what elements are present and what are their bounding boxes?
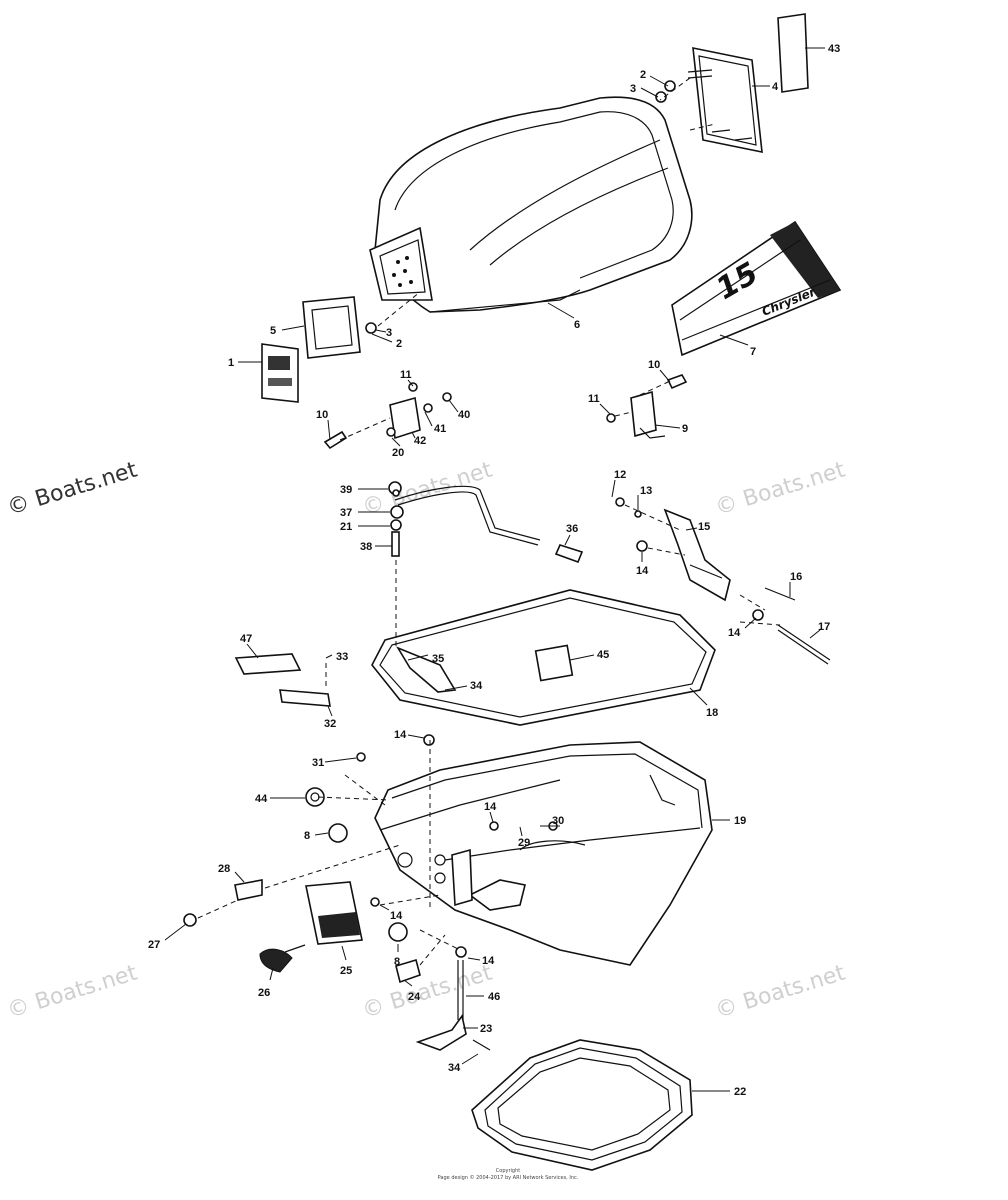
decal-25 [305,881,363,945]
callout-31: 31 [312,757,324,769]
latch-assembly [415,960,491,1051]
washer-27 [183,913,197,927]
callout-13: 13 [640,485,652,497]
fitting-24 [395,958,421,984]
callout-21: 21 [340,521,352,533]
callout-42: 42 [414,435,426,447]
cowl-seal [371,589,716,726]
callout-2: 2 [396,338,402,350]
callout-40: 40 [458,409,470,421]
washer [365,322,377,334]
callout-46: 46 [488,991,500,1003]
callout-3: 3 [386,327,392,339]
callout-6: 6 [574,319,580,331]
callout-9: 9 [682,423,688,435]
watermark-faint: © Boats.net [359,960,495,1023]
callout-24: 24 [408,991,421,1003]
side-plate [302,296,361,359]
callout-14: 14 [394,729,407,741]
callout-25: 25 [340,965,352,977]
callout-14: 14 [484,801,497,813]
callout-37: 37 [340,507,352,519]
callout-26: 26 [258,987,270,999]
callout-32: 32 [324,718,336,730]
choke-lever [615,497,831,665]
callout-14: 14 [482,955,495,967]
callout-35: 35 [432,653,444,665]
plug-8 [328,823,348,843]
leader-lines [164,47,825,1092]
callout-22: 22 [734,1086,746,1098]
footer-copyright: Copyright [496,1168,520,1174]
callout-10: 10 [648,359,660,371]
callout-numbers: 1 2 3 4 43 5 3 2 6 7 10 11 9 11 10 40 41… [148,43,840,1098]
cowl-decal: 15 Chrysler [671,220,842,357]
watermark-faint: © Boats.net [712,960,848,1023]
callout-27: 27 [148,939,160,951]
top-cowl [369,96,693,313]
callout-14: 14 [390,910,403,922]
callout-41: 41 [434,423,446,435]
callout-18: 18 [706,707,718,719]
knob-28 [234,879,263,901]
washer [655,91,667,103]
watermark-main: © Boats.net [4,457,140,520]
callout-44: 44 [255,793,268,805]
callout-11: 11 [588,393,600,405]
plate-32 [279,689,331,707]
washer [664,80,676,92]
callout-10: 10 [316,409,328,421]
plug-8 [388,922,408,942]
callout-34: 34 [470,680,483,692]
primer-handle-26 [259,948,293,973]
rear-bracket [687,46,763,154]
callout-12: 12 [614,469,626,481]
callout-29: 29 [518,837,530,849]
callout-30: 30 [552,815,564,827]
callout-39: 39 [340,484,352,496]
callout-14: 14 [636,565,649,577]
hinge-right [606,374,688,439]
callout-20: 20 [392,447,404,459]
callout-36: 36 [566,523,578,535]
lower-motor-pan [374,741,713,966]
callout-1: 1 [228,357,234,369]
callout-3: 3 [630,83,636,95]
callout-5: 5 [270,325,276,337]
callout-43: 43 [828,43,840,55]
callout-23: 23 [480,1023,492,1035]
callout-16: 16 [790,571,802,583]
callout-38: 38 [360,541,372,553]
pad-47 [234,653,302,675]
callout-8: 8 [394,956,400,968]
pad-43 [777,13,809,93]
callout-45: 45 [597,649,609,661]
callout-11: 11 [400,369,412,381]
link-rod [388,481,584,564]
callout-34: 34 [448,1062,461,1074]
callout-19: 19 [734,815,746,827]
callout-33: 33 [336,651,348,663]
callout-15: 15 [698,521,710,533]
callout-28: 28 [218,863,230,875]
assembly-lines [197,77,781,966]
callout-8: 8 [304,830,310,842]
callout-2: 2 [640,69,646,81]
hinge-left [323,382,452,450]
watermark-faint: © Boats.net [4,960,140,1023]
callout-47: 47 [240,633,252,645]
callout-4: 4 [772,81,779,93]
grommet-44 [305,787,325,807]
bottom-gasket [471,1039,693,1171]
callout-7: 7 [750,346,756,358]
callout-14: 14 [728,627,741,639]
callout-17: 17 [818,621,830,633]
label-plate [261,343,299,403]
watermark-faint: © Boats.net [712,457,848,520]
footer-page-design: Page design © 2004-2017 by ARI Network S… [438,1174,579,1181]
